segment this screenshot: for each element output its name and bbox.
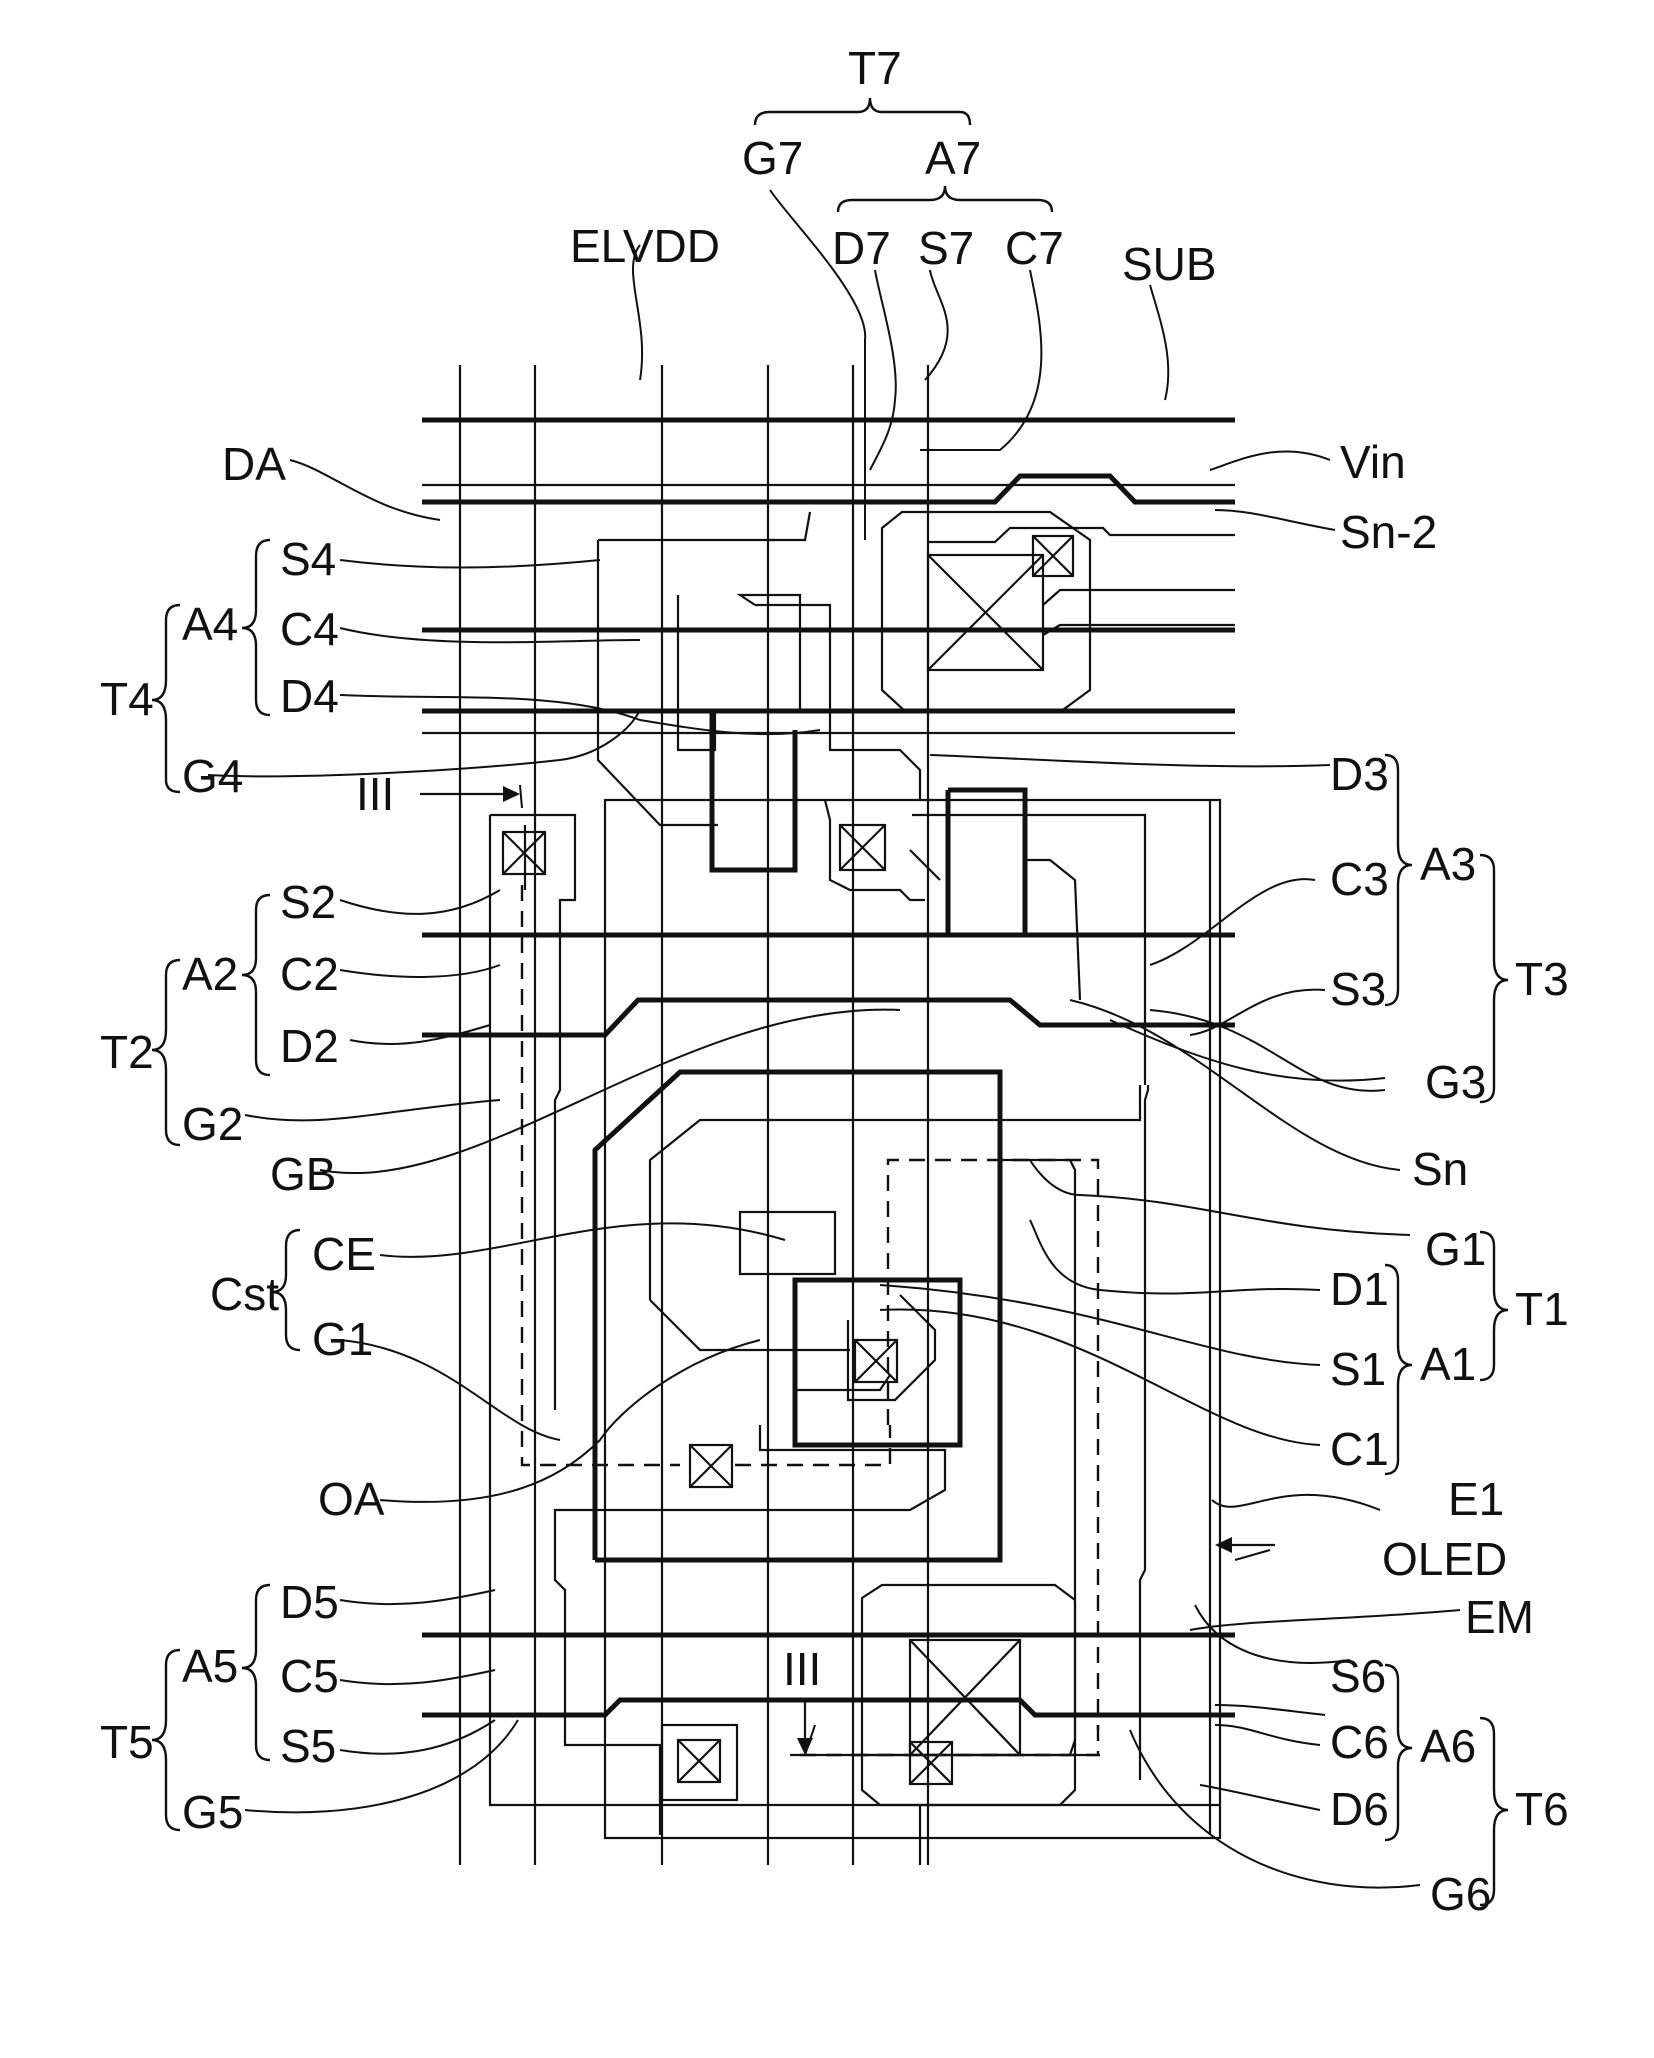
label-sub: SUB [1122,238,1217,290]
label-a1: A1 [1420,1338,1476,1390]
label-a4: A4 [182,598,238,650]
label-d7: D7 [832,222,891,274]
label-iii-top: III [356,768,394,820]
arrows [420,786,1275,1755]
labels: T7 G7 A7 D7 S7 C7 ELVDD SUB DA Vin Sn-2 … [100,42,1569,1920]
iii-bottom-arrow-head [797,1738,813,1755]
sn-line [422,1000,1235,1035]
t7-region [770,512,1235,712]
t5-t6-region [565,1585,1098,1865]
label-d1: D1 [1330,1263,1389,1315]
label-gb: GB [270,1148,336,1200]
sn-2-line [422,476,1235,502]
label-a6: A6 [1420,1720,1476,1772]
label-oled: OLED [1382,1533,1507,1585]
label-s4: S4 [280,533,336,585]
label-t3: T3 [1515,953,1569,1005]
iii-top-arrow-head [503,786,520,802]
label-e1: E1 [1448,1473,1504,1525]
label-a7: A7 [925,132,981,184]
t2-region [490,815,1220,1805]
label-g1-left: G1 [312,1313,373,1365]
label-t6: T6 [1515,1783,1569,1835]
label-d3: D3 [1330,748,1389,800]
label-g1-right: G1 [1425,1223,1486,1275]
label-d2: D2 [280,1020,339,1072]
label-t7: T7 [848,42,902,94]
label-oa: OA [318,1473,385,1525]
label-g2: G2 [182,1098,243,1150]
label-g6: G6 [1430,1868,1491,1920]
label-c6: C6 [1330,1716,1389,1768]
label-sn-2: Sn-2 [1340,506,1437,558]
label-t2: T2 [100,1026,154,1078]
label-c1: C1 [1330,1423,1389,1475]
label-elvdd: ELVDD [570,220,720,272]
label-a3: A3 [1420,838,1476,890]
label-em: EM [1465,1591,1534,1643]
label-g7: G7 [742,132,803,184]
cst-region [555,800,1220,1838]
label-s7: S7 [918,222,974,274]
label-d4: D4 [280,670,339,722]
label-c7: C7 [1005,222,1064,274]
label-t1: T1 [1515,1283,1569,1335]
label-g5: G5 [182,1786,243,1838]
label-cst: Cst [210,1268,279,1320]
label-c3: C3 [1330,853,1389,905]
label-a2: A2 [182,948,238,1000]
vertical-lines [460,365,928,1865]
label-s3: S3 [1330,963,1386,1015]
label-s6: S6 [1330,1650,1386,1702]
label-c4: C4 [280,603,339,655]
label-d6: D6 [1330,1783,1389,1835]
label-s2: S2 [280,876,336,928]
label-vin: Vin [1340,436,1406,488]
t4-region [598,540,920,870]
label-sn: Sn [1412,1143,1468,1195]
label-g3: G3 [1425,1056,1486,1108]
label-t5: T5 [100,1716,154,1768]
label-c5: C5 [280,1650,339,1702]
label-t4: T4 [100,673,154,725]
label-c2: C2 [280,948,339,1000]
label-s5: S5 [280,1720,336,1772]
label-d5: D5 [280,1576,339,1628]
label-g4: G4 [182,750,243,802]
e1-outline [1140,800,1210,1835]
label-a5: A5 [182,1640,238,1692]
label-s1: S1 [1330,1343,1386,1395]
label-da: DA [222,438,286,490]
label-ce: CE [312,1228,376,1280]
oled-arrow-head [1215,1537,1232,1553]
label-iii-bottom: III [783,1643,821,1695]
horizontal-lines [422,420,1235,1715]
